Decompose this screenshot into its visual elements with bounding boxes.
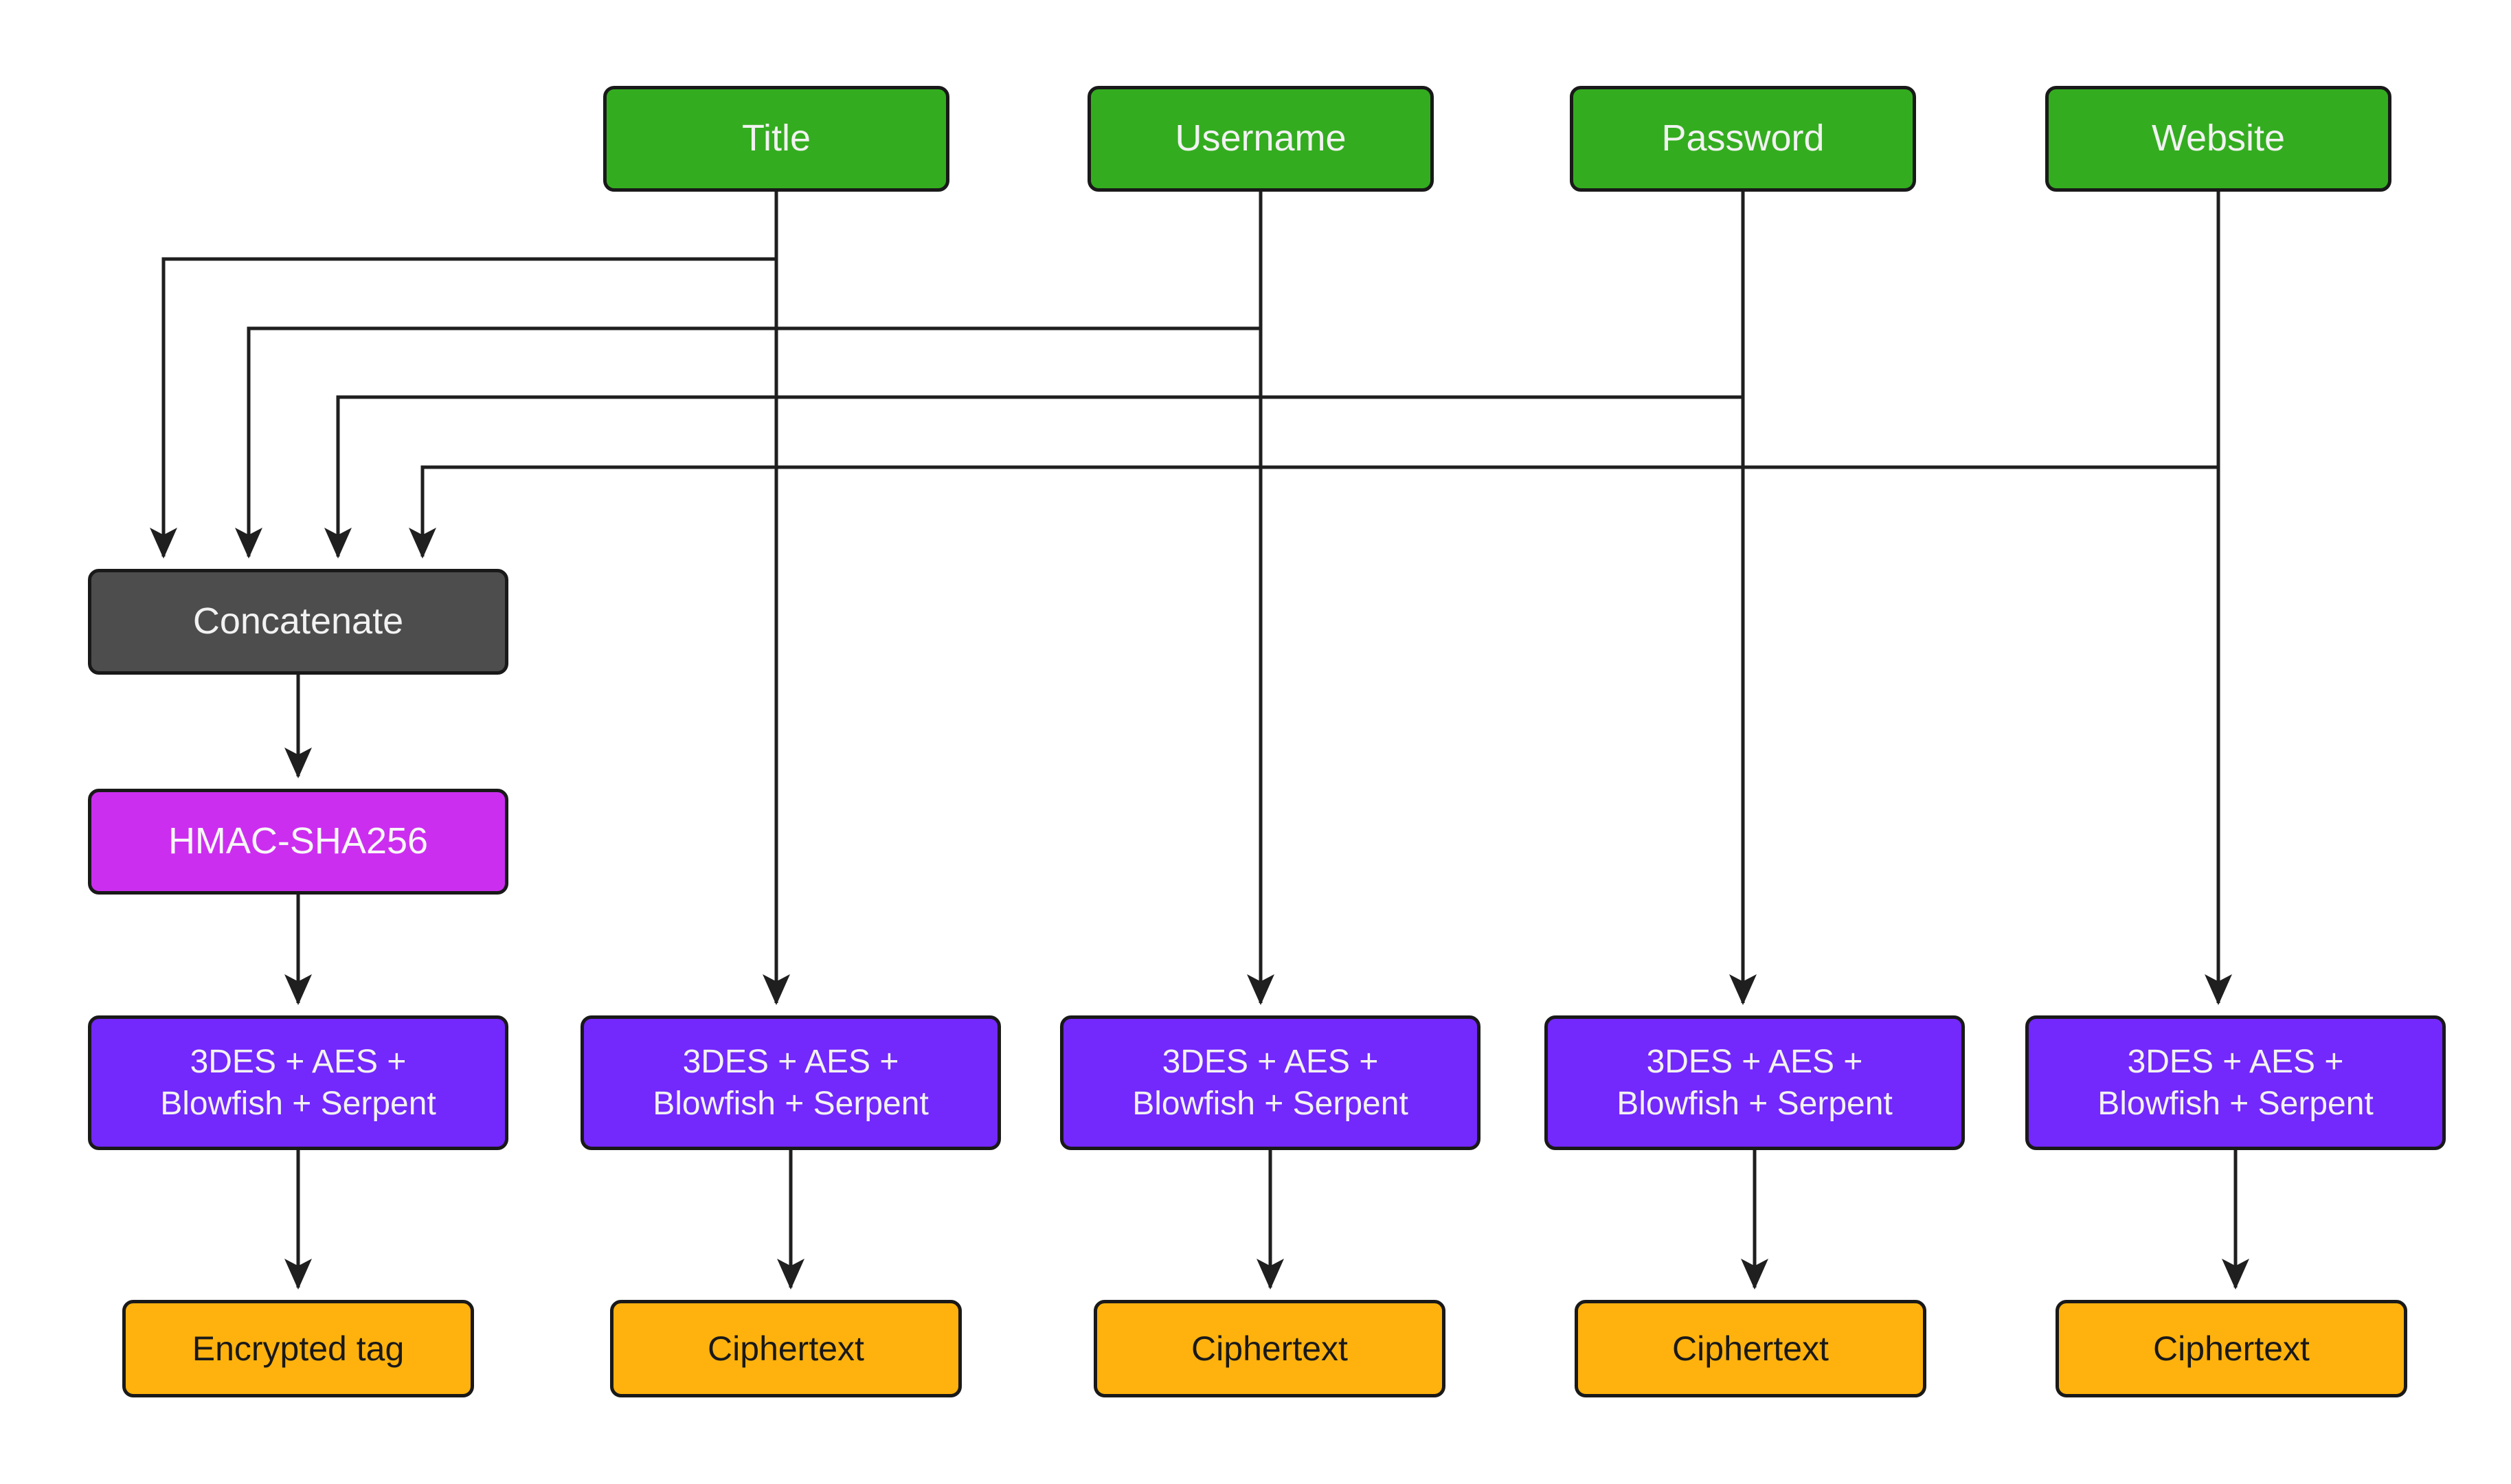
node-label-website: Website — [2151, 117, 2286, 159]
node-label-out_site: Ciphertext — [2153, 1329, 2310, 1368]
node-label-username: Username — [1175, 117, 1347, 159]
node-label-out_pass: Ciphertext — [1672, 1329, 1829, 1368]
node-label-cipher_pass: 3DES + AES + Blowfish + Serpent — [1617, 1043, 1893, 1122]
node-label-title: Title — [741, 117, 811, 159]
node-label-cipher_title: 3DES + AES + Blowfish + Serpent — [653, 1043, 929, 1122]
node-label-out_user: Ciphertext — [1191, 1329, 1348, 1368]
node-label-out_title: Ciphertext — [708, 1329, 864, 1368]
node-username[interactable]: Username — [1088, 86, 1434, 192]
node-label-concatenate: Concatenate — [192, 600, 404, 642]
node-cipher_site[interactable]: 3DES + AES + Blowfish + Serpent — [2025, 1015, 2446, 1150]
node-label-cipher_tag: 3DES + AES + Blowfish + Serpent — [160, 1043, 436, 1122]
node-password[interactable]: Password — [1570, 86, 1916, 192]
node-out_user[interactable]: Ciphertext — [1094, 1300, 1445, 1397]
node-out_title[interactable]: Ciphertext — [610, 1300, 962, 1397]
node-title[interactable]: Title — [603, 86, 949, 192]
edge-username-to-concatenate — [235, 192, 1263, 559]
node-label-hmac: HMAC-SHA256 — [168, 820, 429, 862]
node-website[interactable]: Website — [2045, 86, 2391, 192]
node-out_pass[interactable]: Ciphertext — [1575, 1300, 1926, 1397]
node-cipher_user[interactable]: 3DES + AES + Blowfish + Serpent — [1060, 1015, 1480, 1150]
node-out_site[interactable]: Ciphertext — [2056, 1300, 2407, 1397]
node-cipher_pass[interactable]: 3DES + AES + Blowfish + Serpent — [1544, 1015, 1965, 1150]
node-label-password: Password — [1661, 117, 1825, 159]
node-label-cipher_site: 3DES + AES + Blowfish + Serpent — [2097, 1043, 2374, 1122]
node-concatenate[interactable]: Concatenate — [88, 569, 508, 675]
node-out_tag[interactable]: Encrypted tag — [122, 1300, 474, 1397]
edge-title-to-concatenate — [150, 192, 778, 559]
node-hmac[interactable]: HMAC-SHA256 — [88, 789, 508, 895]
edge-password-to-concatenate — [324, 192, 1745, 559]
node-label-out_tag: Encrypted tag — [192, 1329, 405, 1368]
edges-group — [150, 192, 2249, 1290]
node-label-cipher_user: 3DES + AES + Blowfish + Serpent — [1132, 1043, 1408, 1122]
edge-website-to-concatenate — [409, 192, 2220, 559]
node-cipher_title[interactable]: 3DES + AES + Blowfish + Serpent — [581, 1015, 1001, 1150]
node-cipher_tag[interactable]: 3DES + AES + Blowfish + Serpent — [88, 1015, 508, 1150]
